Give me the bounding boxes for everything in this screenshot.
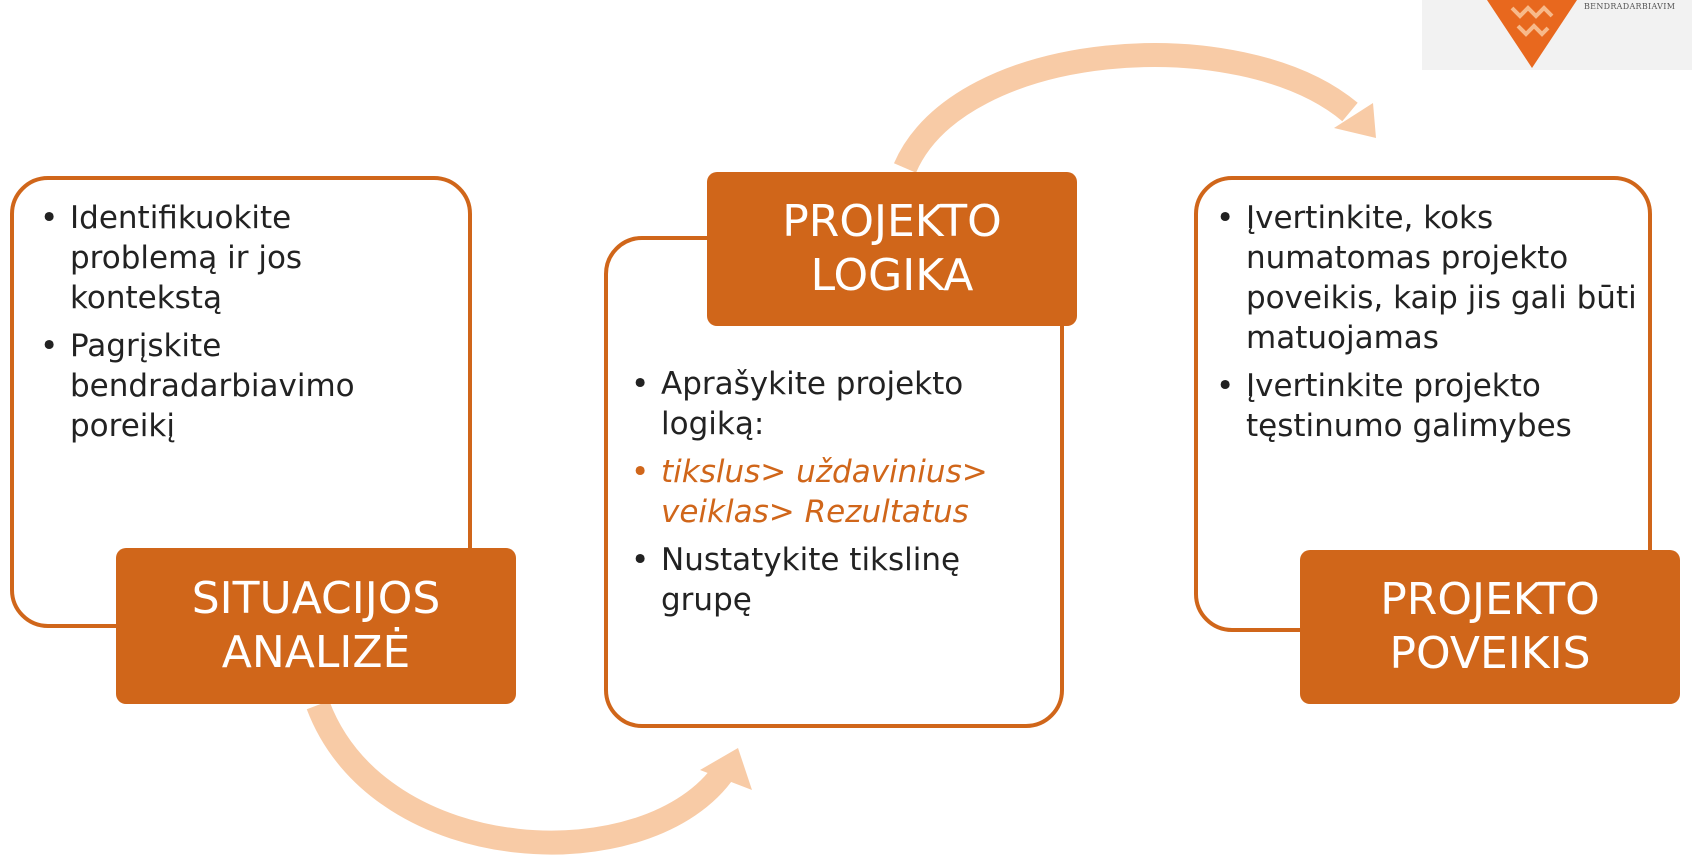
- title-situation-analysis: SITUACIJOS ANALIZĖ: [116, 548, 516, 704]
- list-item: Pagrįskite bendradarbiavimo poreikį: [36, 326, 436, 446]
- title-project-impact: PROJEKTO POVEIKIS: [1300, 550, 1680, 704]
- title-line: SITUACIJOS: [191, 573, 441, 624]
- arrow-bottom-head: [700, 748, 752, 790]
- list-item: Įvertinkite projekto tęstinumo galimybes: [1212, 366, 1652, 446]
- title-line: PROJEKTO: [782, 196, 1002, 247]
- title-line: LOGIKA: [810, 250, 974, 301]
- title-line: PROJEKTO: [1380, 574, 1600, 625]
- title-project-logic: PROJEKTO LOGIKA: [707, 172, 1077, 326]
- list-item-highlight: tikslus> uždavinius> veiklas> Rezultatus: [627, 452, 1032, 532]
- arrow-bottom: [306, 700, 735, 855]
- logo: BENDRADARBIAVIM: [1422, 0, 1692, 70]
- list-item: Identifikuokite problemą ir jos kontekst…: [36, 198, 436, 318]
- situation-bullets: Identifikuokite problemą ir jos kontekst…: [36, 198, 436, 454]
- arrow-top: [893, 43, 1358, 174]
- logic-bullets: Aprašykite projekto logiką: tikslus> užd…: [627, 364, 1032, 628]
- list-item: Įvertinkite, koks numatomas projekto pov…: [1212, 198, 1652, 358]
- logo-text: BENDRADARBIAVIM: [1584, 2, 1676, 11]
- title-line: ANALIZĖ: [221, 627, 411, 678]
- list-item: Nustatykite tikslinę grupę: [627, 540, 1032, 620]
- list-item: Aprašykite projekto logiką:: [627, 364, 1032, 444]
- arrow-top-head: [1334, 103, 1376, 138]
- impact-bullets: Įvertinkite, koks numatomas projekto pov…: [1212, 198, 1652, 454]
- title-line: POVEIKIS: [1389, 628, 1591, 679]
- orange-knot-logo-icon: [1487, 0, 1577, 68]
